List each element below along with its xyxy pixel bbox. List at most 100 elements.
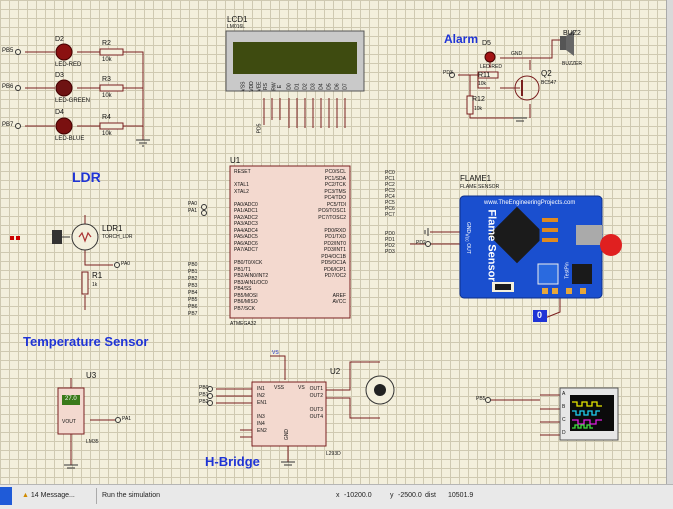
- buzzer-part: BUZZER: [562, 61, 582, 67]
- mcu-pin-pb5-mosi: PB5/MOSI: [234, 292, 258, 299]
- wires-layer: [10, 30, 622, 469]
- mcu-net-pc1: PC1: [385, 176, 395, 182]
- lcd-pin-vdd: VDD: [248, 81, 255, 92]
- status-text: Run the simulation: [102, 492, 160, 499]
- hbridge-pin-en2: EN2: [257, 428, 267, 434]
- mcu-pin-pc1-sda: PC1/SDA: [324, 175, 346, 182]
- scope-channel-b: B: [562, 404, 566, 410]
- r4-ref: R4: [102, 114, 111, 121]
- lcd-pin-d4: D4: [318, 83, 325, 90]
- hbridge-pin-out3: OUT3: [309, 407, 323, 413]
- mcu-pin-pa5-adc5: PA5/ADC5: [234, 234, 258, 240]
- lcd-pin-d5: D5: [326, 83, 333, 90]
- mcu-net-pb7: PB7: [188, 311, 198, 317]
- lcd-ref: LCD1: [227, 15, 248, 24]
- hbridge-net-pb0: PB0: [199, 385, 209, 391]
- flame-ref: FLAME1: [460, 174, 492, 183]
- hbridge-vs-marker: VS: [272, 350, 279, 356]
- r2-val: 10k: [102, 57, 112, 63]
- schematic-canvas[interactable]: Alarm LDR Temperature Sensor H-Bridge D2…: [0, 0, 666, 484]
- mcu-pin-pc3-tms: PC3/TMS: [324, 188, 346, 195]
- d5-ref: D5: [482, 40, 491, 47]
- mcu-net-pd0: PD0: [385, 231, 395, 237]
- led-d2-part: LED-RED: [55, 62, 82, 68]
- mcu-pin-pd0-rxd: PD0/RXD: [324, 227, 346, 234]
- mcu-pin-pa2-adc2: PA2/ADC2: [234, 214, 258, 221]
- flame-board-title: Flame Sensor: [485, 209, 498, 282]
- ldr-title: LDR: [72, 169, 101, 185]
- mcu-net-pd1: PD1: [385, 237, 395, 243]
- r3-ref: R3: [102, 76, 111, 83]
- lcd-pin-vee: VEE: [256, 81, 263, 92]
- r2-ref: R2: [102, 40, 111, 47]
- flame-test-label: TestPin: [564, 262, 571, 279]
- ldr-net: PA0: [121, 261, 131, 267]
- temp-ref: U3: [86, 371, 97, 380]
- mcu-pin-pd2-int0: PD2/INT0: [324, 240, 346, 247]
- hbridge-net-pb1: PB1: [199, 392, 209, 398]
- mcu-pin-pc6-tosc1: PC6/TOSC1: [318, 208, 346, 214]
- divider: [96, 488, 97, 504]
- led-d3-part: LED-GREEN: [55, 98, 91, 104]
- mcu-pin-pd3-int1: PD3/INT1: [324, 247, 346, 253]
- ldr-part: TORCH_LDR: [102, 234, 133, 240]
- flame-pin-out: OUT: [464, 243, 471, 254]
- mcu-pin-pc0-scl: PC0/SCL: [325, 169, 346, 175]
- mcu-pin-pb2-ain0-int2: PB2/AIN0/INT2: [234, 273, 269, 279]
- dist-value: 10501.9: [448, 492, 474, 499]
- led-icons: [55, 43, 496, 135]
- hbridge-title: H-Bridge: [205, 454, 260, 469]
- mcu-net-pb3: PB3: [188, 283, 198, 289]
- mcu-pin-pd4-oc1b: PD4/OC1B: [321, 253, 346, 260]
- hbridge-pin-in1: IN1: [257, 386, 265, 392]
- lcd-pin-vss: VSS: [240, 81, 247, 92]
- mcu-net-pc0: PC0: [385, 170, 395, 176]
- messages-link[interactable]: ▲ 14 Message...: [22, 492, 75, 499]
- play-icon[interactable]: [0, 487, 12, 505]
- flame-part: FLAME SENSOR: [460, 184, 500, 190]
- mcu-part: ATMEGA32: [230, 321, 257, 327]
- mcu-net-pb1: PB1: [188, 269, 198, 275]
- hbridge-vs: VS: [298, 385, 305, 391]
- vertical-scrollbar[interactable]: [666, 0, 673, 484]
- flame-net: PD2: [416, 240, 426, 246]
- mcu-pin-pd1-txd: PD1/TXD: [324, 234, 346, 240]
- r1-val: 1k: [92, 282, 98, 288]
- mcu-net-pb2: PB2: [188, 276, 198, 282]
- hbridge-ref: U2: [330, 367, 341, 376]
- mcu-pin-pb1-t1: PB1/T1: [234, 266, 251, 273]
- mcu-net-pc5: PC5: [385, 200, 395, 206]
- mcu-pin-pb6-miso: PB6/MISO: [234, 299, 258, 305]
- hbridge-pin-en1: EN1: [257, 400, 267, 406]
- mcu-ref: U1: [230, 156, 241, 165]
- r11-val: 10k: [478, 81, 487, 87]
- hbridge-net-pb2: PB2: [199, 399, 209, 405]
- hbridge-pin-in3: IN3: [257, 414, 265, 420]
- mcu-net-pc3: PC3: [385, 188, 395, 194]
- mcu-net-pa0: PA0: [188, 201, 198, 207]
- mcu-pin-pc5-tdi: PC5/TDI: [326, 201, 346, 208]
- y-value: -2500.0: [398, 492, 422, 499]
- buzzer-ref: BUZ2: [563, 30, 581, 37]
- mcu-pin-pb3-ain1-oc0: PB3/AIN1/OC0: [234, 279, 268, 286]
- lcd-pin-d0: D0: [286, 83, 293, 90]
- mcu-net-pb4: PB4: [188, 290, 198, 296]
- hbridge-pin-in2: IN2: [257, 393, 265, 399]
- scope-net: PB5: [476, 396, 486, 402]
- logic-probe[interactable]: 0: [537, 310, 543, 320]
- mcu-net-pc2: PC2: [385, 182, 395, 188]
- r11-ref: R11: [478, 72, 491, 79]
- temperature-title: Temperature Sensor: [23, 334, 149, 349]
- mcu-pin-pa1-adc1: PA1/ADC1: [234, 208, 258, 214]
- mcu-net-pc7: PC7: [385, 212, 395, 218]
- mcu-net-pb6: PB6: [188, 304, 198, 310]
- scope-channel-d: D: [562, 430, 566, 436]
- mcu-net-pb5: PB5: [188, 297, 198, 303]
- flame-pin-vcc: Vcc: [463, 233, 470, 242]
- hbridge-pin-out1: OUT1: [309, 386, 323, 392]
- temp-display[interactable]: 27.0: [65, 396, 77, 402]
- r12-val: 10k: [474, 106, 483, 112]
- hbridge-pin-out4: OUT4: [309, 414, 323, 420]
- lcd-pin-e: E: [277, 84, 284, 89]
- lcd-pin-d6: D6: [334, 83, 341, 90]
